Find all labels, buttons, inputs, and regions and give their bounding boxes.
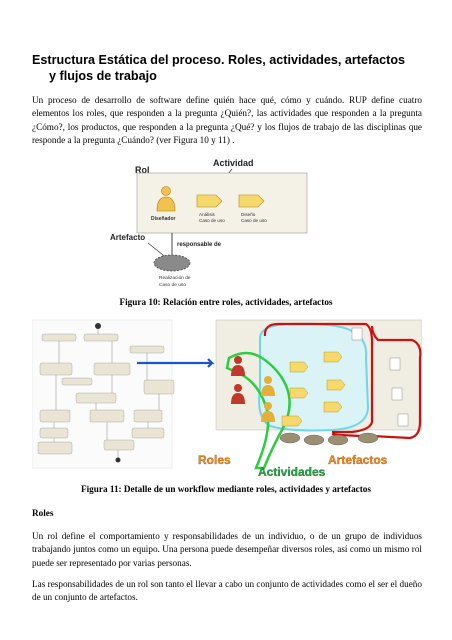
figure-10-diagram: Rol Actividad Diseñador Análisis Caso de… <box>110 158 308 288</box>
label-responsable: responsable de <box>177 242 222 248</box>
label-artefacto: Artefacto <box>110 233 145 242</box>
figure-11-diagram: Roles Actividades Artefactos <box>32 319 422 476</box>
zoom-arrow <box>137 358 215 368</box>
actividades-label: Actividades <box>258 465 326 476</box>
heading-line-2: y flujos de trabajo <box>49 69 157 83</box>
roles-paragraph-2: Las responsabilidades de un rol son tant… <box>32 579 422 603</box>
act1-line1: Análisis <box>199 212 216 217</box>
artifact-icons <box>279 327 409 446</box>
heading-line-1: Estructura Estática del proceso. Roles, … <box>32 53 406 67</box>
activity-analysis-icon <box>196 194 223 208</box>
roles-paragraph-1: Un rol define el comportamiento y respon… <box>32 531 422 568</box>
role-figures <box>231 356 275 422</box>
activity-shapes <box>281 351 346 427</box>
artifact-line1: Realización de <box>159 275 191 281</box>
designer-role-icon <box>156 186 176 212</box>
roles-label: Roles <box>198 453 231 467</box>
roles-section-title: Roles <box>32 508 54 518</box>
artifact-line2: Caso de uso <box>159 282 186 288</box>
figure-11-caption: Figura 11: Detalle de un workflow median… <box>81 484 371 494</box>
page-heading: Estructura Estática del proceso. Roles, … <box>32 52 432 84</box>
act2-line2: Caso de uso <box>241 218 267 223</box>
figure-10-caption: Figura 10: Relación entre roles, activid… <box>119 297 333 307</box>
activity-design-icon <box>238 194 265 208</box>
label-rol: Rol <box>135 165 150 175</box>
activities-highlight <box>258 322 370 432</box>
artefactos-label: Artefactos <box>328 453 388 467</box>
role-name: Diseñador <box>151 216 176 222</box>
artifact-ellipse-icon <box>153 254 191 272</box>
act1-line2: Caso de uso <box>199 218 225 223</box>
workflow-diagram <box>32 319 175 469</box>
intro-paragraph: Un proceso de desarrollo de software def… <box>32 95 422 145</box>
label-actividad: Actividad <box>213 158 254 168</box>
roles-highlight <box>225 351 291 470</box>
act2-line1: Diseño <box>241 212 256 217</box>
